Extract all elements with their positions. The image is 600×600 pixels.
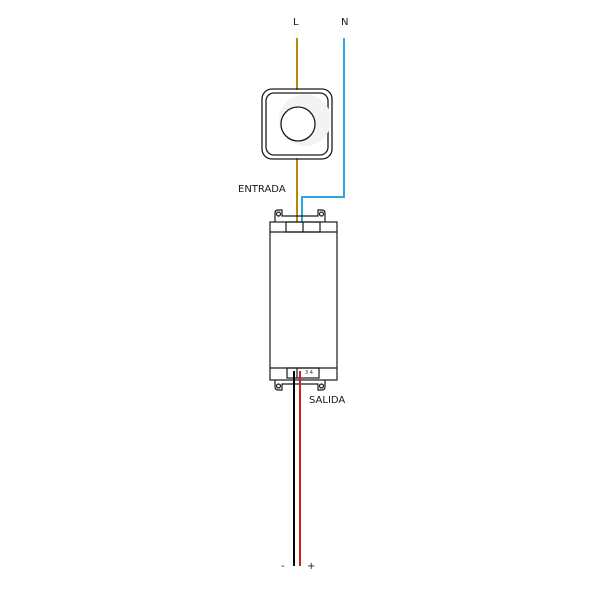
output-label: SALIDA (309, 395, 346, 406)
terminal-label: 3 4 (305, 370, 313, 376)
input-label: ENTRADA (238, 184, 286, 195)
button-knob[interactable] (280, 106, 316, 142)
push-button-switch[interactable] (261, 88, 333, 160)
driver-module (269, 209, 338, 391)
plus-label: + (307, 561, 316, 572)
line-label: L (293, 17, 299, 28)
output-terminal (286, 367, 320, 379)
neutral-label: N (341, 17, 349, 28)
minus-label: - (281, 561, 285, 572)
neutral-wire (301, 38, 345, 222)
module-body (269, 221, 338, 381)
